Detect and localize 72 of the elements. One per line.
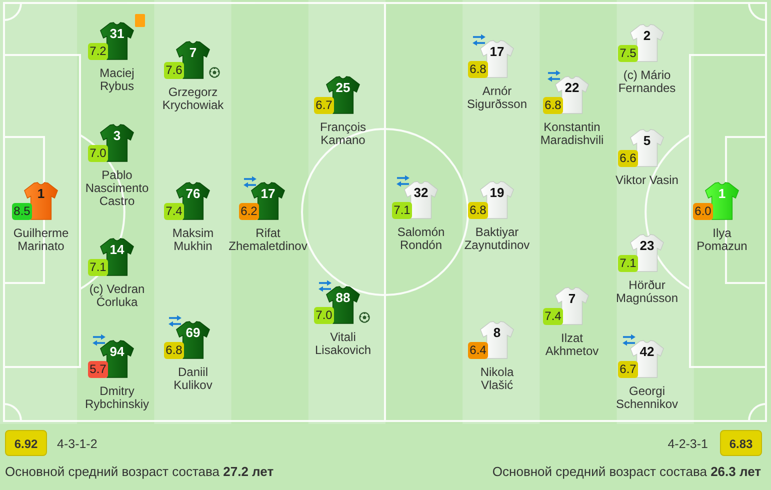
player-name: Dmitry Rybchinskiy [84, 385, 150, 411]
shirt-number: 19 [490, 186, 504, 200]
shirt-number: 25 [336, 81, 350, 95]
player-name: Pablo Nascimento Castro [84, 169, 150, 208]
rating-badge: 7.1 [618, 255, 638, 272]
rating-badge: 6.2 [239, 203, 259, 220]
rating-badge: 7.5 [618, 45, 638, 62]
average-age-text: Основной средний возраст состава 26.3 лет [492, 464, 761, 479]
rating-badge: 7.2 [88, 43, 108, 60]
player-name: Grzegorz Krychowiak [162, 86, 224, 112]
rating-badge: 6.0 [693, 203, 713, 220]
player-name: (c) Mário Fernandes [618, 69, 676, 95]
shirt-number: 8 [493, 326, 501, 340]
shirt-number: 88 [336, 291, 350, 305]
rating-badge: 7.1 [392, 202, 412, 219]
shirt-number: 17 [260, 187, 276, 201]
player-name: Vitali Lisakovich [314, 331, 372, 357]
shirt-number: 1 [37, 187, 45, 201]
rating-badge: 6.92 [5, 430, 47, 456]
player-name: Daniil Kulikov [173, 366, 213, 392]
rating-badge: 7.4 [164, 203, 184, 220]
player-name: Arnór Sigurðsson [466, 85, 528, 111]
player-name: Guilherme Marinato [12, 227, 70, 253]
shirt-number: 76 [186, 187, 200, 201]
shirt-number: 5 [643, 134, 651, 148]
player-name: Baktiyar Zaynutdinov [464, 226, 530, 252]
player-name: Konstantin Maradishvili [540, 121, 604, 147]
shirt-number: 69 [186, 326, 200, 340]
player-name: Nikola Vlašić [480, 366, 514, 392]
rating-badge: 6.7 [618, 361, 638, 378]
rating-badge: 7.1 [88, 259, 108, 276]
player-name: (c) Vedran Ćorluka [88, 283, 146, 309]
player-name: François Kamano [319, 121, 367, 147]
shirt-number: 3 [113, 129, 121, 143]
average-age-text: Основной средний возраст состава 27.2 лет [5, 464, 274, 479]
rating-badge: 7.0 [88, 145, 108, 162]
player-name: Maciej Rybus [99, 67, 135, 93]
player-name: Georgi Schennikov [615, 385, 679, 411]
rating-badge: 5.7 [88, 361, 108, 378]
shirt-number: 94 [110, 345, 124, 359]
player-name: Hörður Magnússon [615, 279, 679, 305]
shirt-number: 31 [110, 27, 124, 41]
shirt-number: 32 [414, 186, 428, 200]
player-name: Maksim Mukhin [172, 227, 214, 253]
player-name: Viktor Vasin [615, 174, 679, 187]
player-name: Salomón Rondón [396, 226, 446, 252]
player-name: Ilzat Akhmetov [544, 332, 600, 358]
rating-badge: 6.8 [164, 342, 184, 359]
shirt-number: 17 [490, 45, 504, 59]
rating-badge: 7.4 [543, 308, 563, 325]
shirt-number: 42 [640, 345, 654, 359]
formation-text: 4-3-1-2 [57, 437, 98, 452]
rating-badge: 6.8 [468, 61, 488, 78]
rating-badge: 6.8 [468, 202, 488, 219]
shirt-number: 22 [564, 81, 580, 95]
rating-badge: 7.0 [314, 307, 334, 324]
formation-text: 4-2-3-1 [668, 437, 708, 452]
shirt-number: 2 [643, 29, 651, 43]
rating-badge: 8.5 [12, 203, 32, 220]
rating-badge: 6.6 [618, 150, 638, 167]
shirt-number: 1 [718, 187, 726, 201]
rating-badge: 6.8 [543, 97, 563, 114]
rating-badge: 7.6 [164, 62, 184, 79]
player-name: Ilya Pomazun [696, 227, 748, 253]
shirt-number: 23 [640, 239, 654, 253]
rating-badge: 6.7 [314, 97, 334, 114]
player-name: Rifat Zhemaletdinov [228, 227, 308, 253]
rating-badge: 6.83 [720, 430, 762, 456]
rating-badge: 6.4 [468, 342, 488, 359]
shirt-number: 7 [568, 292, 576, 306]
shirt-number: 14 [110, 243, 124, 257]
shirt-number: 7 [189, 46, 197, 60]
